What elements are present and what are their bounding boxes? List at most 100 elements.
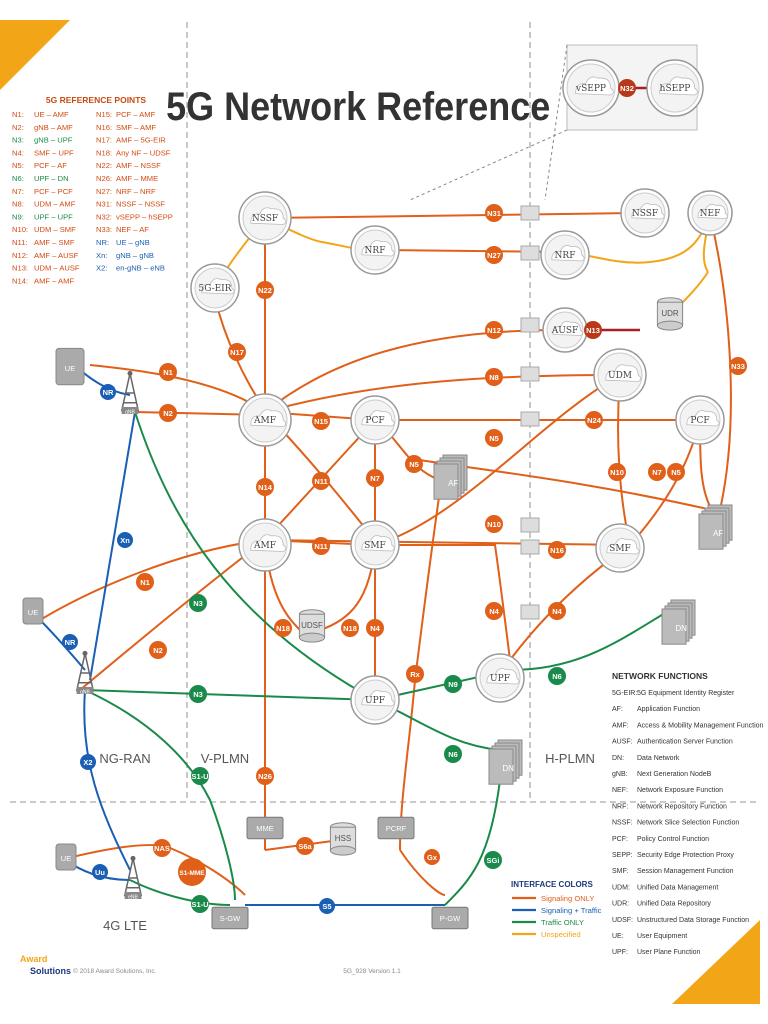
network-function-key: AF: bbox=[612, 706, 623, 713]
node-ue1: UE bbox=[55, 347, 85, 386]
node-smf-h: SMF bbox=[595, 523, 645, 573]
ref-point-value: AMF – MME bbox=[116, 174, 158, 183]
ref-point-key: N4: bbox=[12, 148, 24, 157]
node-udsf: UDSF bbox=[298, 609, 326, 643]
network-function-key: AMF: bbox=[612, 722, 629, 729]
pin-label: NR bbox=[103, 388, 114, 397]
pin-nr2: NR bbox=[62, 634, 78, 650]
network-function-key: UE: bbox=[612, 933, 624, 940]
pin-n10a: N10 bbox=[485, 515, 503, 533]
ref-point-value: AMF – 5G-EIR bbox=[116, 136, 166, 145]
network-function-item: UPF:User Plane Function bbox=[612, 949, 701, 956]
ref-point-key: N3: bbox=[12, 136, 24, 145]
node-upf-h: UPF bbox=[475, 653, 525, 703]
region-hplmn-label: H-PLMN bbox=[545, 751, 595, 766]
pin-n10b: N10 bbox=[608, 463, 626, 481]
pin-n22: N22 bbox=[256, 281, 274, 299]
ref-point-item: N1:UE – AMF bbox=[12, 110, 69, 119]
ref-point-key: N22: bbox=[96, 161, 112, 170]
corner-accent-top-left bbox=[0, 20, 70, 90]
ref-point-value: gNB – gNB bbox=[116, 251, 154, 260]
ref-point-key: Xn: bbox=[96, 251, 107, 260]
interface-color-item: Signaling + Traffic bbox=[512, 906, 602, 915]
pin-n11a: N11 bbox=[312, 472, 330, 490]
node-sgw: S-GW bbox=[211, 906, 249, 930]
ref-point-item: N33:NEF – AF bbox=[96, 225, 149, 234]
pin-n33: N33 bbox=[729, 357, 747, 375]
network-function-desc: Access & Mobility Management Function bbox=[637, 722, 764, 729]
ref-point-key: N12: bbox=[12, 251, 28, 260]
pin-s5: S5 bbox=[319, 898, 335, 914]
ref-point-value: PCF – AMF bbox=[116, 110, 156, 119]
zoom-line-left bbox=[409, 129, 568, 201]
node-nrf-v: NRF bbox=[350, 225, 400, 275]
node-af-h: AF bbox=[698, 504, 733, 550]
pin-label: N22 bbox=[258, 286, 272, 295]
node-af-v: AF bbox=[433, 454, 468, 500]
ref-point-item: N15:PCF – AMF bbox=[96, 110, 156, 119]
network-function-desc: Application Function bbox=[637, 706, 700, 713]
node-label: PCF bbox=[690, 416, 709, 426]
pin-label: N1 bbox=[140, 578, 150, 587]
node-label: NSSF bbox=[632, 209, 658, 219]
interface-color-label: Signaling + Traffic bbox=[541, 906, 602, 915]
ref-point-key: N33: bbox=[96, 225, 112, 234]
ref-point-key: N31: bbox=[96, 200, 112, 209]
ref-point-key: N18: bbox=[96, 148, 112, 157]
page-title: 5G Network Reference bbox=[166, 85, 550, 129]
network-function-item: UDSF:Unstructured Data Storage Function bbox=[612, 917, 749, 924]
network-function-key: NEF: bbox=[612, 787, 628, 794]
ref-point-key: N2: bbox=[12, 123, 24, 132]
node-vsepp: vSEPP bbox=[562, 59, 620, 117]
region-ngran-label: NG-RAN bbox=[99, 751, 150, 766]
pin-n4c: N4 bbox=[548, 602, 566, 620]
node-label: eNB bbox=[128, 894, 138, 900]
node-udr: UDR bbox=[656, 297, 684, 331]
pin-uu: Uu bbox=[92, 864, 108, 880]
node-label: gNB bbox=[125, 409, 135, 415]
network-function-key: gNB: bbox=[612, 771, 628, 778]
ref-point-key: N8: bbox=[12, 200, 24, 209]
pin-label: N32 bbox=[620, 84, 634, 93]
copyright: © 2018 Award Solutions, Inc. bbox=[73, 967, 157, 975]
ref-point-item: N3:gNB – UPF bbox=[12, 136, 73, 145]
pin-n7a: N7 bbox=[366, 469, 384, 487]
pin-label: S1-MME bbox=[179, 870, 205, 877]
node-label: DN bbox=[502, 764, 514, 773]
node-label: UE bbox=[65, 364, 75, 373]
pin-n13: N13 bbox=[584, 321, 602, 339]
pin-n18a: N18 bbox=[274, 619, 292, 637]
network-function-item: 5G-EIR:5G Equipment Identity Register bbox=[612, 690, 735, 697]
pin-nas: NAS bbox=[153, 839, 171, 857]
node-smf-v: SMF bbox=[350, 520, 400, 570]
node-label: AF bbox=[448, 479, 458, 488]
pin-rx: Rx bbox=[406, 665, 424, 683]
ref-point-item: N9:UPF – UPF bbox=[12, 212, 73, 221]
ref-point-item: N27:NRF – NRF bbox=[96, 187, 156, 196]
network-function-desc: Network Exposure Function bbox=[637, 787, 723, 794]
ref-point-item: N14:AMF – AMF bbox=[12, 276, 74, 285]
ref-point-key: N16: bbox=[96, 123, 112, 132]
pin-label: N18 bbox=[343, 624, 357, 633]
node-label: 5G-EIR bbox=[198, 284, 231, 294]
pin-label: Rx bbox=[410, 670, 420, 679]
ref-point-key: N17: bbox=[96, 136, 112, 145]
interface-color-label: Unspecified bbox=[541, 930, 581, 939]
network-function-item: gNB:Next Generation NodeB bbox=[612, 771, 712, 778]
ref-point-value: AMF – NSSF bbox=[116, 161, 161, 170]
network-function-desc: Data Network bbox=[637, 755, 680, 762]
ref-point-value: AMF – AUSF bbox=[34, 251, 79, 260]
pin-sgi: SGi bbox=[484, 851, 502, 869]
interface-colors-heading: INTERFACE COLORS bbox=[511, 880, 593, 889]
pin-label: S1-U bbox=[191, 900, 208, 909]
network-function-item: NRF:Network Repository Function bbox=[612, 803, 727, 810]
pin-label: N4 bbox=[552, 607, 562, 616]
pin-label: N33 bbox=[731, 362, 745, 371]
pin-s6a: S6a bbox=[296, 837, 314, 855]
zoom-line-right bbox=[544, 44, 568, 201]
network-function-desc: Policy Control Function bbox=[637, 836, 709, 843]
node-ue3: UE bbox=[55, 843, 77, 871]
pin-n3a: N3 bbox=[189, 594, 207, 612]
